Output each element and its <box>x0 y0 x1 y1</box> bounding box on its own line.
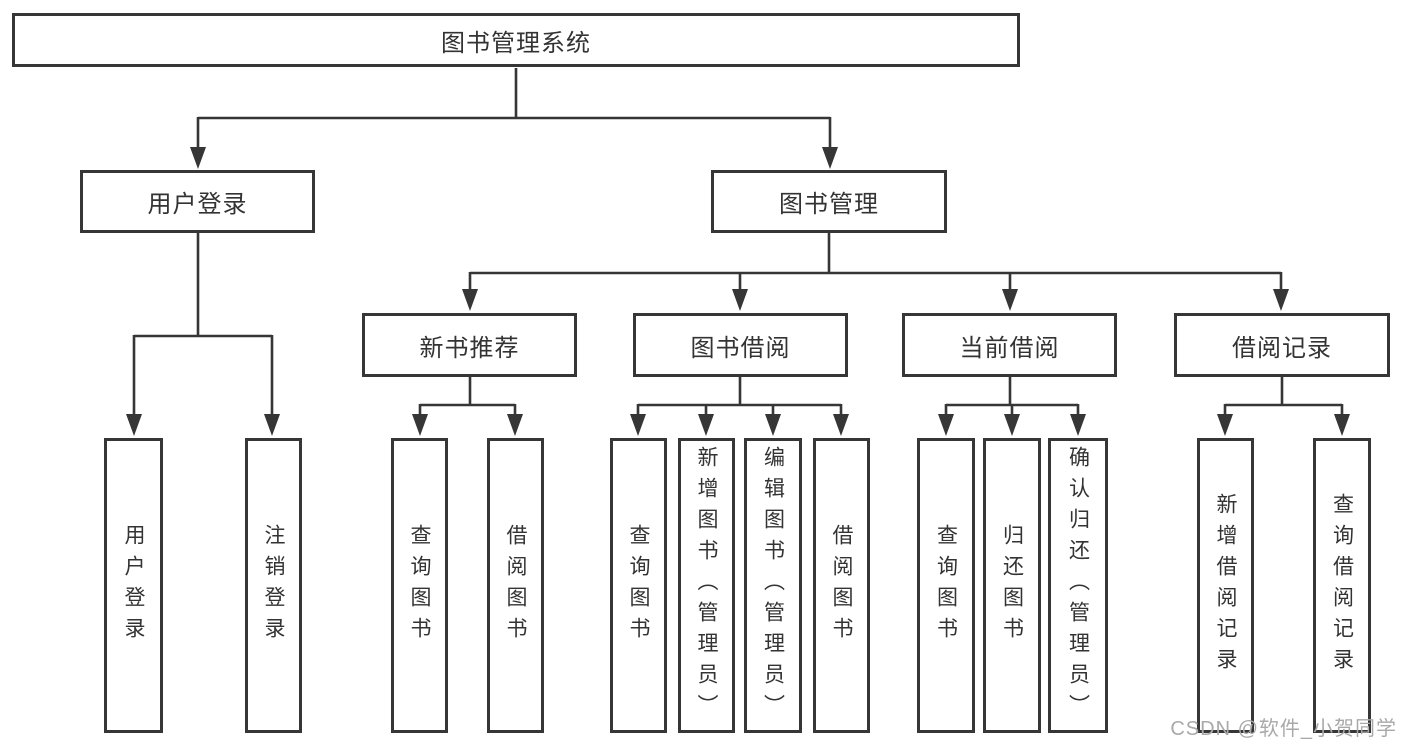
leaf-add-book-admin: 新增图书（管理员） <box>678 438 735 733</box>
leaf-user-login-label: 用户登录 <box>122 523 145 648</box>
node-book-borrow-label: 图书借阅 <box>690 334 791 362</box>
leaf-return-book-label: 归还图书 <box>1000 523 1024 648</box>
leaf-borrow-query-books: 查询图书 <box>610 438 667 733</box>
leaf-recommend-borrow-books: 借阅图书 <box>487 438 544 733</box>
node-user-login-label: 用户登录 <box>147 191 248 218</box>
node-new-book-recommend: 新书推荐 <box>362 313 577 377</box>
leaf-recommend-query-books-label: 查询图书 <box>408 523 431 648</box>
leaf-borrow-books-label: 借阅图书 <box>830 523 853 648</box>
node-borrow-records: 借阅记录 <box>1174 313 1390 377</box>
leaf-user-login: 用户登录 <box>104 438 163 733</box>
leaf-add-book-admin-label: 新增图书（管理员） <box>695 446 718 725</box>
leaf-query-borrow-record-label: 查询借阅记录 <box>1330 492 1354 679</box>
node-library-system: 图书管理系统 <box>12 13 1020 67</box>
leaf-logout: 注销登录 <box>245 438 302 733</box>
leaf-add-borrow-record-label: 新增借阅记录 <box>1214 492 1237 679</box>
leaf-recommend-borrow-books-label: 借阅图书 <box>504 523 527 648</box>
leaf-edit-book-admin: 编辑图书（管理员） <box>744 438 802 733</box>
node-new-book-recommend-label: 新书推荐 <box>419 334 520 362</box>
leaf-query-borrow-record: 查询借阅记录 <box>1313 438 1371 733</box>
leaf-logout-label: 注销登录 <box>262 523 285 648</box>
leaf-recommend-query-books: 查询图书 <box>391 438 448 733</box>
node-current-borrow: 当前借阅 <box>902 313 1117 377</box>
leaf-current-query-books: 查询图书 <box>917 438 975 733</box>
leaf-edit-book-admin-label: 编辑图书（管理员） <box>761 446 785 725</box>
csdn-watermark: CSDN @软件_小贺同学 <box>1170 718 1397 740</box>
node-borrow-records-label: 借阅记录 <box>1232 334 1332 362</box>
leaf-borrow-books: 借阅图书 <box>813 438 870 733</box>
node-library-system-label: 图书管理系统 <box>441 29 591 57</box>
leaf-borrow-query-books-label: 查询图书 <box>627 523 650 648</box>
leaf-add-borrow-record: 新增借阅记录 <box>1197 438 1254 733</box>
leaf-confirm-return-admin-label: 确认归还（管理员） <box>1066 446 1090 725</box>
leaf-confirm-return-admin: 确认归还（管理员） <box>1048 438 1108 733</box>
leaf-return-book: 归还图书 <box>983 438 1041 733</box>
node-user-login: 用户登录 <box>80 170 315 233</box>
leaf-current-query-books-label: 查询图书 <box>934 523 958 648</box>
node-current-borrow-label: 当前借阅 <box>959 334 1060 362</box>
node-book-borrow: 图书借阅 <box>633 313 848 377</box>
node-book-management-label: 图书管理 <box>779 191 879 218</box>
node-book-management: 图书管理 <box>711 170 947 233</box>
